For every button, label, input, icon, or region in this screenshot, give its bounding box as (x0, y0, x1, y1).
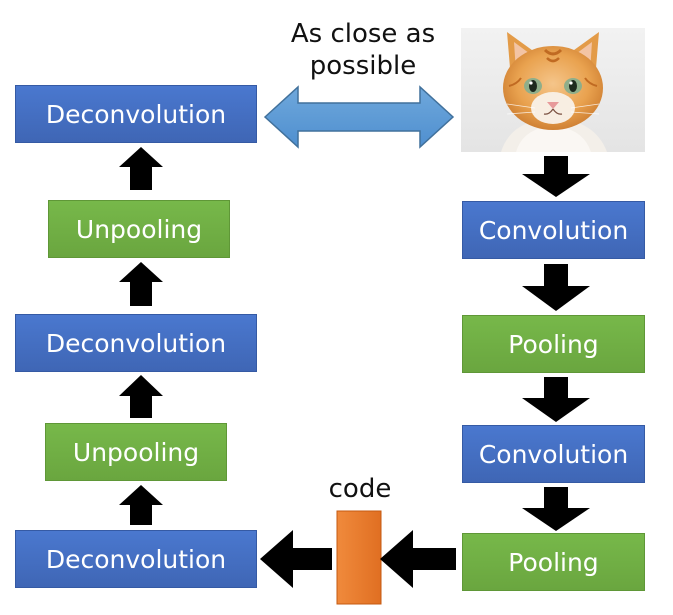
deconvolution-top-box: Deconvolution (15, 85, 257, 143)
unpooling-upper-box: Unpooling (48, 200, 230, 258)
arrow-down-icon (522, 377, 590, 422)
arrow-up-icon (119, 147, 163, 190)
convolution-first-label: Convolution (478, 215, 629, 245)
arrow-down-icon (522, 156, 590, 197)
unpooling-lower-label: Unpooling (72, 437, 200, 467)
arrow-left-icon (260, 530, 332, 588)
comparison-caption-line2: possible (309, 51, 417, 81)
comparison-caption: As close as possible (282, 18, 444, 82)
arrow-left-icon (380, 530, 456, 588)
arrow-up-icon (119, 262, 163, 306)
comparison-caption-line1: As close as (290, 19, 436, 49)
pooling-first-box: Pooling (462, 315, 645, 373)
convolution-second-box: Convolution (462, 425, 645, 483)
deconvolution-bottom-box: Deconvolution (15, 530, 257, 588)
unpooling-upper-label: Unpooling (75, 214, 203, 244)
deconvolution-middle-box: Deconvolution (15, 314, 257, 372)
deconvolution-middle-label: Deconvolution (45, 328, 227, 358)
deconvolution-bottom-label: Deconvolution (45, 544, 227, 574)
arrow-up-icon (119, 375, 163, 418)
kitten-icon (461, 28, 645, 152)
arrow-up-icon (119, 485, 163, 525)
code-bar (336, 510, 382, 605)
pooling-second-label: Pooling (508, 547, 599, 577)
deconvolution-top-label: Deconvolution (45, 99, 227, 129)
pooling-second-box: Pooling (462, 533, 645, 591)
arrow-down-icon (522, 487, 590, 531)
pooling-first-label: Pooling (508, 329, 599, 359)
convolution-second-label: Convolution (478, 439, 629, 469)
kitten-photo (461, 28, 645, 152)
arrow-down-icon (522, 264, 590, 311)
code-label: code (328, 474, 392, 504)
double-arrow-icon (263, 85, 455, 149)
convolution-first-box: Convolution (462, 201, 645, 259)
unpooling-lower-box: Unpooling (45, 423, 227, 481)
